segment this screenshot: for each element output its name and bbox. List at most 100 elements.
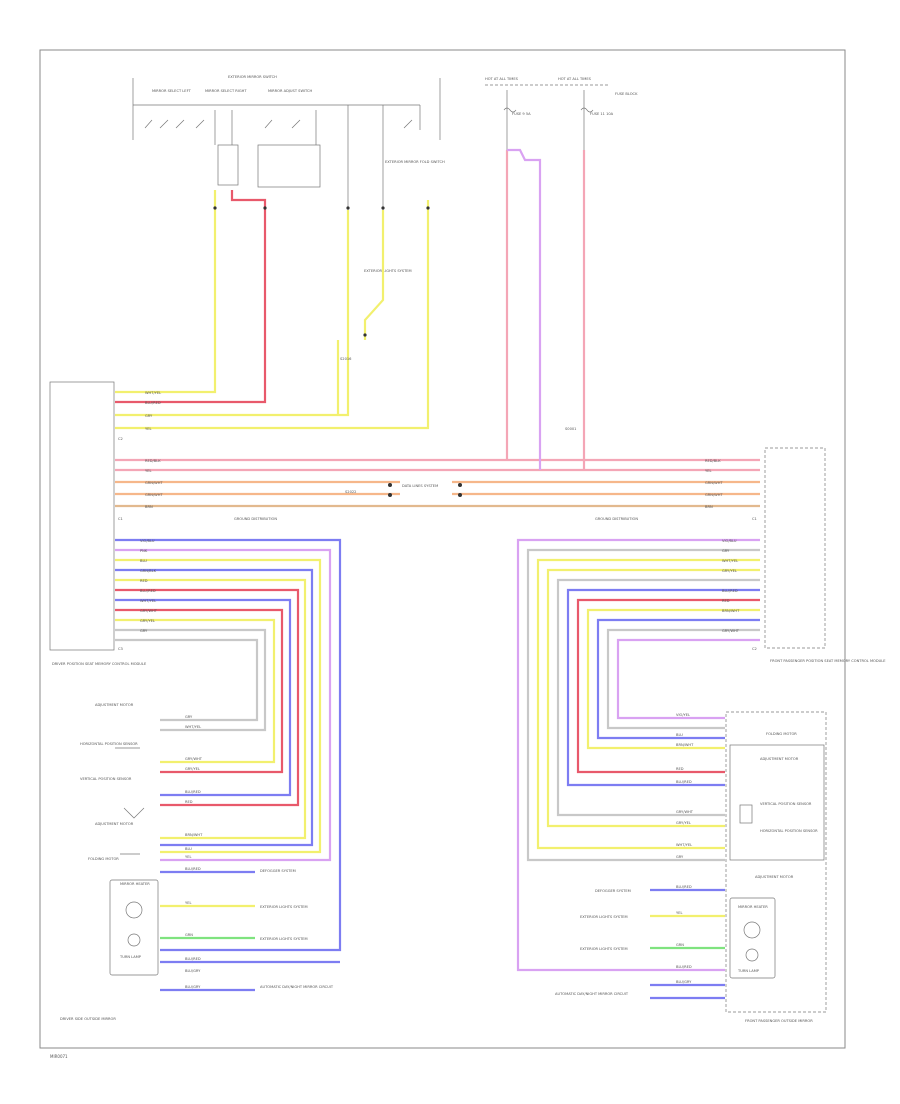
exterior-mirror-switch-label: EXTERIOR MIRROR SWITCH — [228, 75, 277, 79]
rw-label-12: GRY/WHT — [722, 629, 740, 633]
mirror-select-left-label: MIRROR SELECT LEFT — [152, 89, 192, 93]
rw-label-6: GRY — [722, 549, 730, 553]
passenger-module-connector-c2: C2 — [752, 647, 757, 651]
driver-module-title: DRIVER POSITION SEAT MEMORY CONTROL MODU… — [52, 662, 147, 666]
left-mirror-wires — [115, 538, 342, 992]
rw-label-9: BLU/RED — [722, 589, 738, 593]
lw-label-12: GRN/BLK — [140, 569, 157, 573]
rw-label-11: BRN/WHT — [722, 609, 740, 613]
rm-label-6: GRY/YEL — [676, 821, 691, 825]
right-mirror-components — [725, 711, 827, 1013]
ground-label-right: GROUND DISTRIBUTION — [595, 517, 638, 521]
hot-at-all-times-2: HOT AT ALL TIMES — [558, 77, 592, 81]
fuse-block-label: FUSE BLOCK — [615, 92, 638, 96]
mirror-select-right-label: MIRROR SELECT RIGHT — [205, 89, 247, 93]
lw-label-10: PNK — [140, 549, 148, 553]
left-mirror-title: DRIVER SIDE OUTSIDE MIRROR — [60, 1017, 116, 1021]
lm-label-2: GRY/WHT — [185, 757, 203, 761]
right-auto-dimming: AUTOMATIC DAY/NIGHT MIRROR CIRCUIT — [555, 992, 629, 996]
lw-label-9: VIO/BLU — [140, 539, 155, 543]
left-mirror-wire-labels: GRY WHT/YEL GRY/WHT GRY/YEL BLU/RED RED … — [185, 715, 203, 989]
left-adjustment-motor: ADJUSTMENT MOTOR — [95, 703, 134, 707]
passenger-module-title: FRONT PASSENGER POSITION SEAT MEMORY CON… — [770, 659, 886, 663]
fuse-block — [485, 84, 610, 150]
left-vertical-sensor: VERTICAL POSITION SENSOR — [80, 777, 132, 781]
exterior-lights-system-label: EXTERIOR LIGHTS SYSTEM — [364, 269, 412, 273]
lw-label-14: BLU/RED — [140, 589, 156, 593]
rw-label-1: YEL — [705, 469, 711, 473]
lw-label-2: GRY — [145, 414, 153, 418]
fuse-2-label: FUSE 11 10A — [590, 112, 614, 116]
right-fold-motor: FOLDING MOTOR — [766, 732, 797, 736]
right-adjustment-motor: ADJUSTMENT MOTOR — [760, 757, 799, 761]
rm-label-3: RED — [676, 767, 684, 771]
left-turn-lamp: TURN LAMP — [119, 955, 142, 959]
lm-label-1: WHT/YEL — [185, 725, 201, 729]
rw-label-3: GRN/WHT — [705, 493, 723, 497]
ground-label-left: GROUND DISTRIBUTION — [234, 517, 277, 521]
rw-label-0: RED/BLK — [705, 459, 721, 463]
rm-label-11: GRN — [676, 943, 684, 947]
splice-label-2: S2022 — [345, 490, 356, 494]
lw-label-11: BLU — [140, 559, 147, 563]
rm-label-4: BLU/RED — [676, 780, 692, 784]
lm-label-4: BLU/RED — [185, 790, 201, 794]
lw-label-0: WHT/YEL — [145, 391, 161, 395]
driver-module-connector-c2: C2 — [118, 437, 123, 441]
lm-label-7: BLU — [185, 847, 192, 851]
left-fold-motor: FOLDING MOTOR — [88, 857, 119, 861]
lw-label-4: RED/BLK — [145, 459, 161, 463]
left-defogger-label: DEFOGGER SYSTEM — [260, 869, 296, 873]
lw-label-7: GRN/WHT — [145, 493, 163, 497]
hot-at-all-times-1: HOT AT ALL TIMES — [485, 77, 519, 81]
rm-label-1: BLU — [676, 733, 683, 737]
rm-label-9: BLU/RED — [676, 885, 692, 889]
rw-label-2: GRN/WHT — [705, 481, 723, 485]
lm-label-9: BLU/RED — [185, 867, 201, 871]
switch-wires — [115, 190, 430, 430]
right-adjustment-motor-2: ADJUSTMENT MOTOR — [755, 875, 794, 879]
rm-label-7: WHT/YEL — [676, 843, 692, 847]
passenger-seat-memory-module — [764, 447, 826, 649]
mirror-adjust-switch-label: MIRROR ADJUST SWITCH — [268, 89, 313, 93]
rm-label-13: BLU/GRY — [676, 980, 692, 984]
lm-label-10: YEL — [185, 901, 191, 905]
right-mirror-wires — [516, 538, 760, 1000]
lw-label-16: GRY/WHT — [140, 609, 158, 613]
left-wire-labels: WHT/YEL BLU/RED GRY YEL RED/BLK YEL GRN/… — [140, 391, 163, 633]
right-horizontal-sensor: HORIZONTAL POSITION SENSOR — [760, 829, 818, 833]
lw-label-8: BRN — [145, 505, 153, 509]
exterior-mirror-fold-switch-label: EXTERIOR MIRROR FOLD SWITCH — [385, 160, 445, 164]
splice-label-0: S2016 — [340, 357, 352, 361]
lm-label-0: GRY — [185, 715, 193, 719]
driver-module-connector-c1: C1 — [118, 517, 123, 521]
right-wire-labels: RED/BLK YEL GRN/WHT GRN/WHT BRN VIO/BLU … — [705, 459, 740, 633]
left-adjustment-motor-2: ADJUSTMENT MOTOR — [95, 822, 134, 826]
lw-label-18: GRY — [140, 629, 148, 633]
rm-label-5: GRY/WHT — [676, 810, 694, 814]
lm-label-8: YEL — [185, 855, 191, 859]
diagram-id: MIR0071 — [50, 1054, 68, 1059]
splice-label-1: S0001 — [565, 427, 576, 431]
right-heater: MIRROR HEATER — [738, 905, 768, 909]
lw-label-15: WHT/YEL — [140, 599, 156, 603]
left-mirror-components — [109, 747, 159, 976]
lm-label-5: RED — [185, 800, 193, 804]
right-ext-lights: EXTERIOR LIGHTS SYSTEM — [580, 915, 628, 919]
rm-label-12: BLU/RED — [676, 965, 692, 969]
lw-label-3: YEL — [145, 427, 151, 431]
rw-label-8: GRY/YEL — [722, 569, 737, 573]
left-ext-lights-2: EXTERIOR LIGHTS SYSTEM — [260, 937, 308, 941]
rm-label-2: BRN/WHT — [676, 743, 694, 747]
bus-wires — [115, 148, 760, 508]
lw-label-13: RED — [140, 579, 148, 583]
fuse-1-label: FUSE 9 5A — [512, 112, 531, 116]
right-defogger-label: DEFOGGER SYSTEM — [595, 889, 631, 893]
wire-dots — [213, 206, 430, 337]
lw-label-6: GRN/WHT — [145, 481, 163, 485]
right-mirror-wire-labels: VIO/YEL BLU BRN/WHT RED BLU/RED GRY/WHT … — [676, 713, 694, 984]
rw-label-5: VIO/BLU — [722, 539, 737, 543]
driver-seat-memory-module — [49, 381, 115, 651]
